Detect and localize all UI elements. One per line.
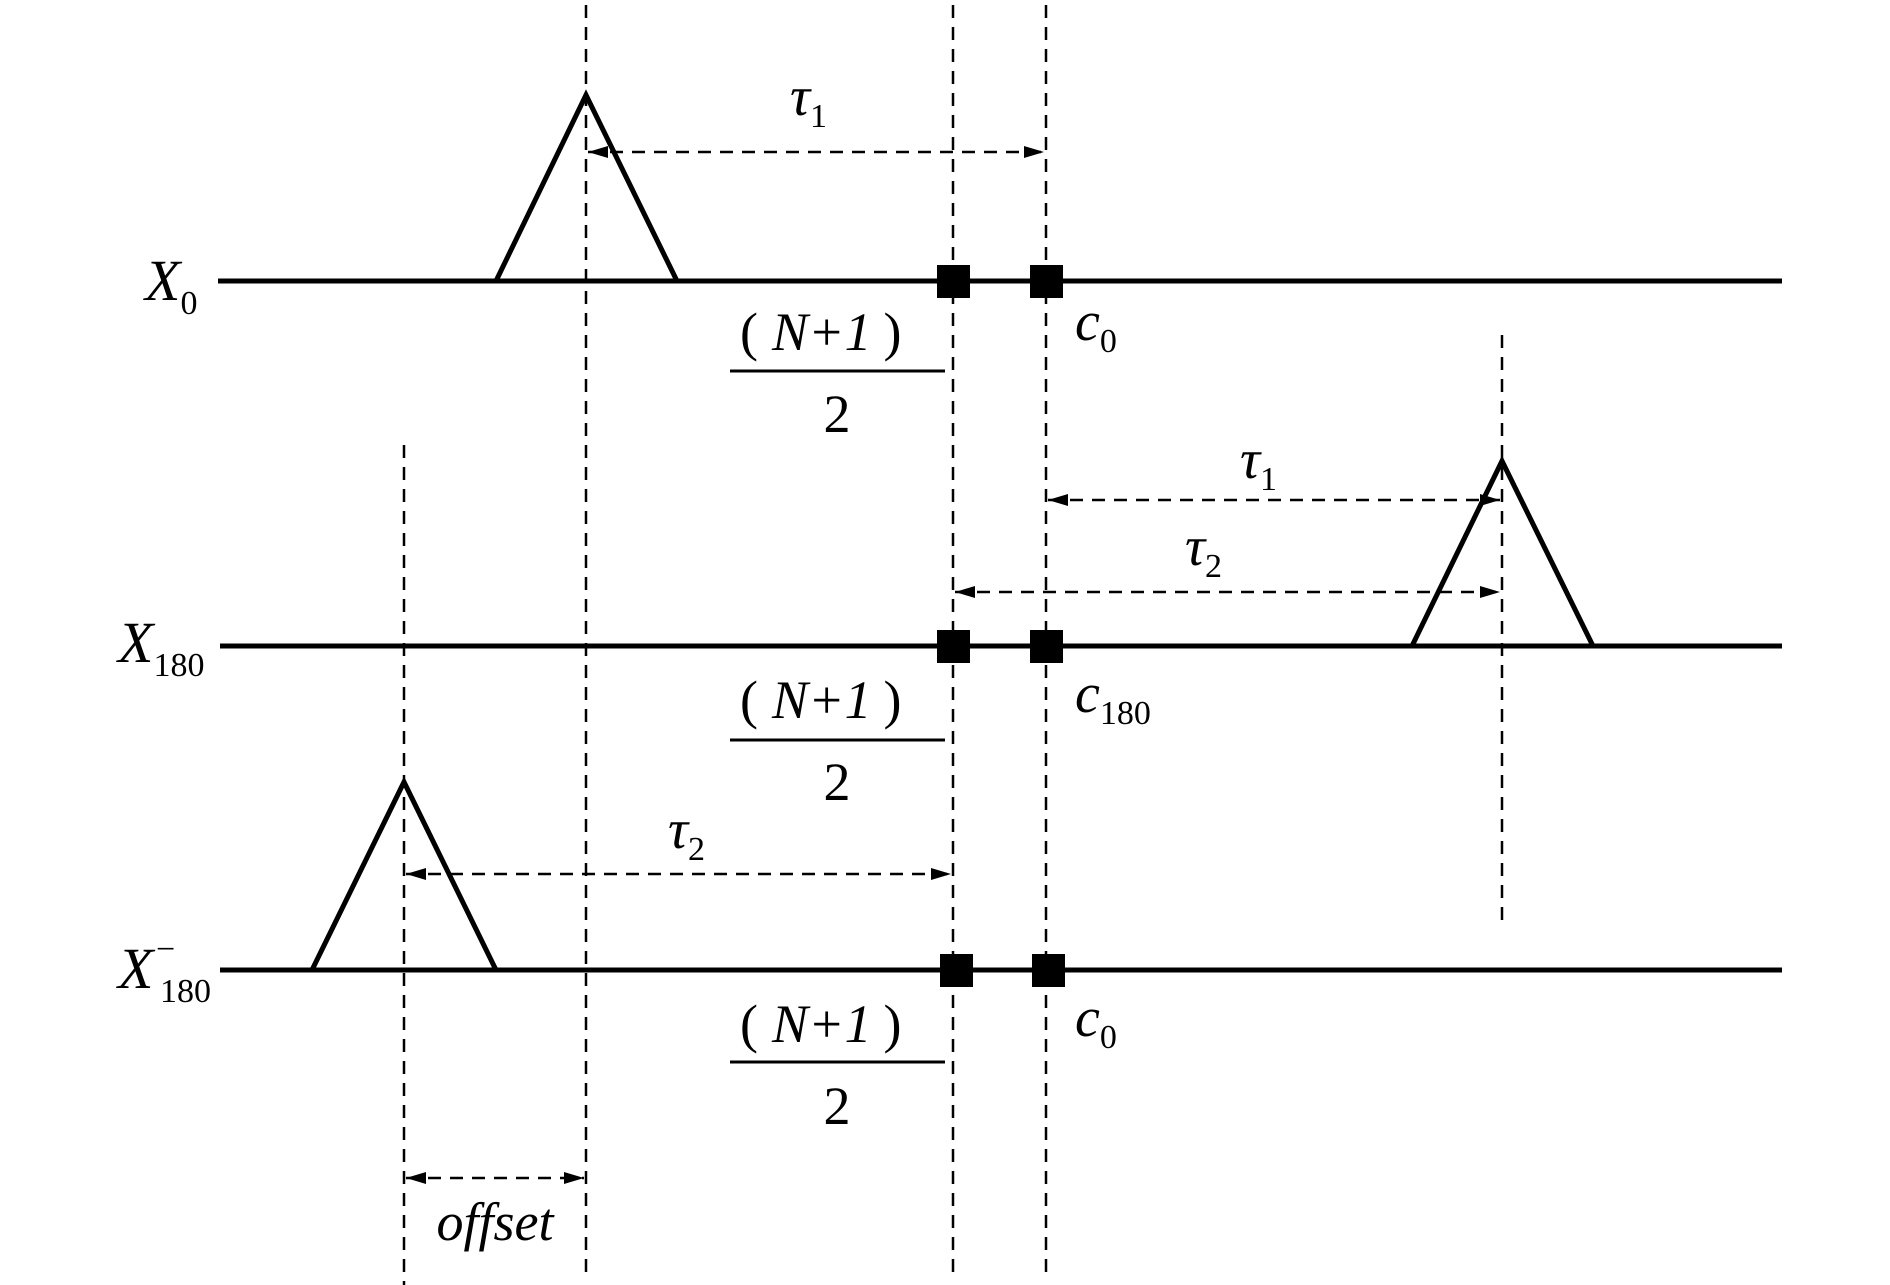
marker-fraction-x180-neg <box>940 954 973 987</box>
label-c-x180: c180 <box>1075 663 1151 732</box>
label-x180: X180 <box>116 610 204 684</box>
marker-fraction-x180 <box>937 630 970 663</box>
label-c-x180-neg: c0 <box>1075 987 1117 1056</box>
marker-c-x180 <box>1030 630 1063 663</box>
label-tau1-mid: τ1 <box>1240 429 1277 498</box>
fraction-den-x0: 2 <box>824 384 851 444</box>
label-tau2-bottom: τ2 <box>668 799 705 868</box>
label-x180-neg-sub: 180 <box>160 973 211 1010</box>
fraction-num-x0: (N+1) <box>740 302 901 362</box>
label-x180-neg-sup: − <box>156 931 175 968</box>
pulse-x180 <box>1409 455 1596 648</box>
pulse-x0 <box>493 89 680 283</box>
label-tau1-top: τ1 <box>790 66 827 135</box>
label-c-x0: c0 <box>1075 291 1117 360</box>
label-x180-neg: X <box>116 936 156 1001</box>
fraction-den-x180: 2 <box>824 752 851 812</box>
marker-c-x180-neg <box>1032 954 1065 987</box>
label-tau2-mid: τ2 <box>1185 516 1222 585</box>
marker-c-x0 <box>1030 265 1063 298</box>
fraction-num-x180-neg: (N+1) <box>740 994 901 1054</box>
marker-fraction-x0 <box>937 265 970 298</box>
label-offset: offset <box>437 1192 556 1252</box>
pulse-x180-neg <box>309 776 499 972</box>
label-x0: X0 <box>143 248 197 322</box>
fraction-den-x180-neg: 2 <box>824 1076 851 1136</box>
fraction-num-x180: (N+1) <box>740 670 901 730</box>
